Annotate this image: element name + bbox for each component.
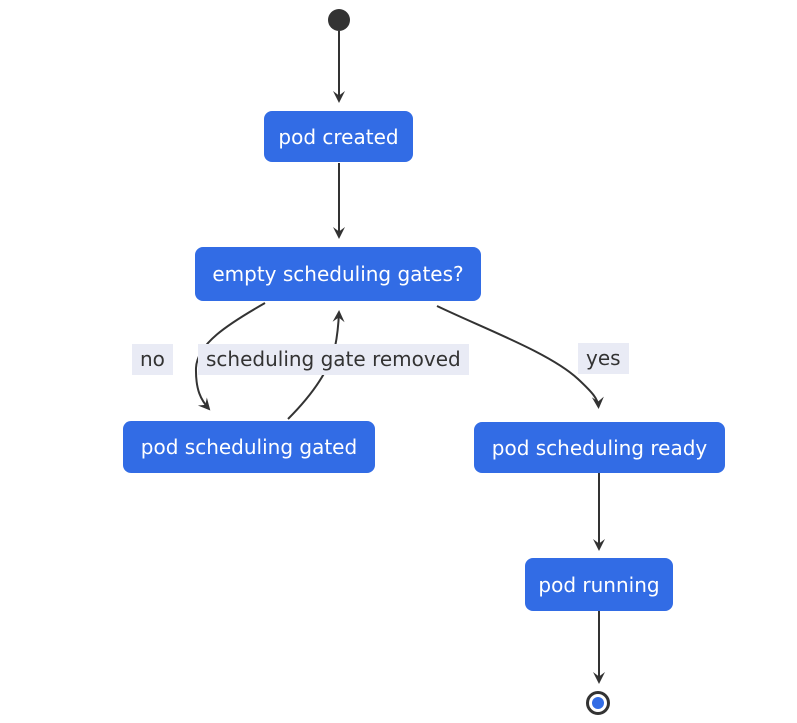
edge-label-no: no (132, 344, 173, 375)
end-state-inner-dot (592, 697, 604, 709)
start-state-node (328, 9, 350, 31)
edge-empty-gates-to-gated-no (194, 302, 266, 411)
node-empty-scheduling-gates-label: empty scheduling gates? (212, 262, 464, 286)
node-pod-scheduling-gated-label: pod scheduling gated (140, 435, 358, 459)
node-empty-scheduling-gates: empty scheduling gates? (195, 247, 481, 301)
node-pod-created: pod created (264, 111, 413, 162)
node-pod-scheduling-ready: pod scheduling ready (474, 422, 725, 473)
edge-label-yes: yes (578, 343, 629, 374)
node-pod-scheduling-gated: pod scheduling gated (123, 421, 375, 473)
node-pod-created-label: pod created (278, 124, 399, 149)
edge-label-scheduling-gate-removed: scheduling gate removed (198, 344, 469, 375)
end-state-node (586, 691, 610, 715)
edge-empty-gates-to-ready-yes (436, 305, 604, 409)
node-pod-running-label: pod running (538, 572, 660, 597)
node-pod-scheduling-ready-label: pod scheduling ready (491, 435, 708, 460)
node-pod-running: pod running (525, 558, 673, 611)
